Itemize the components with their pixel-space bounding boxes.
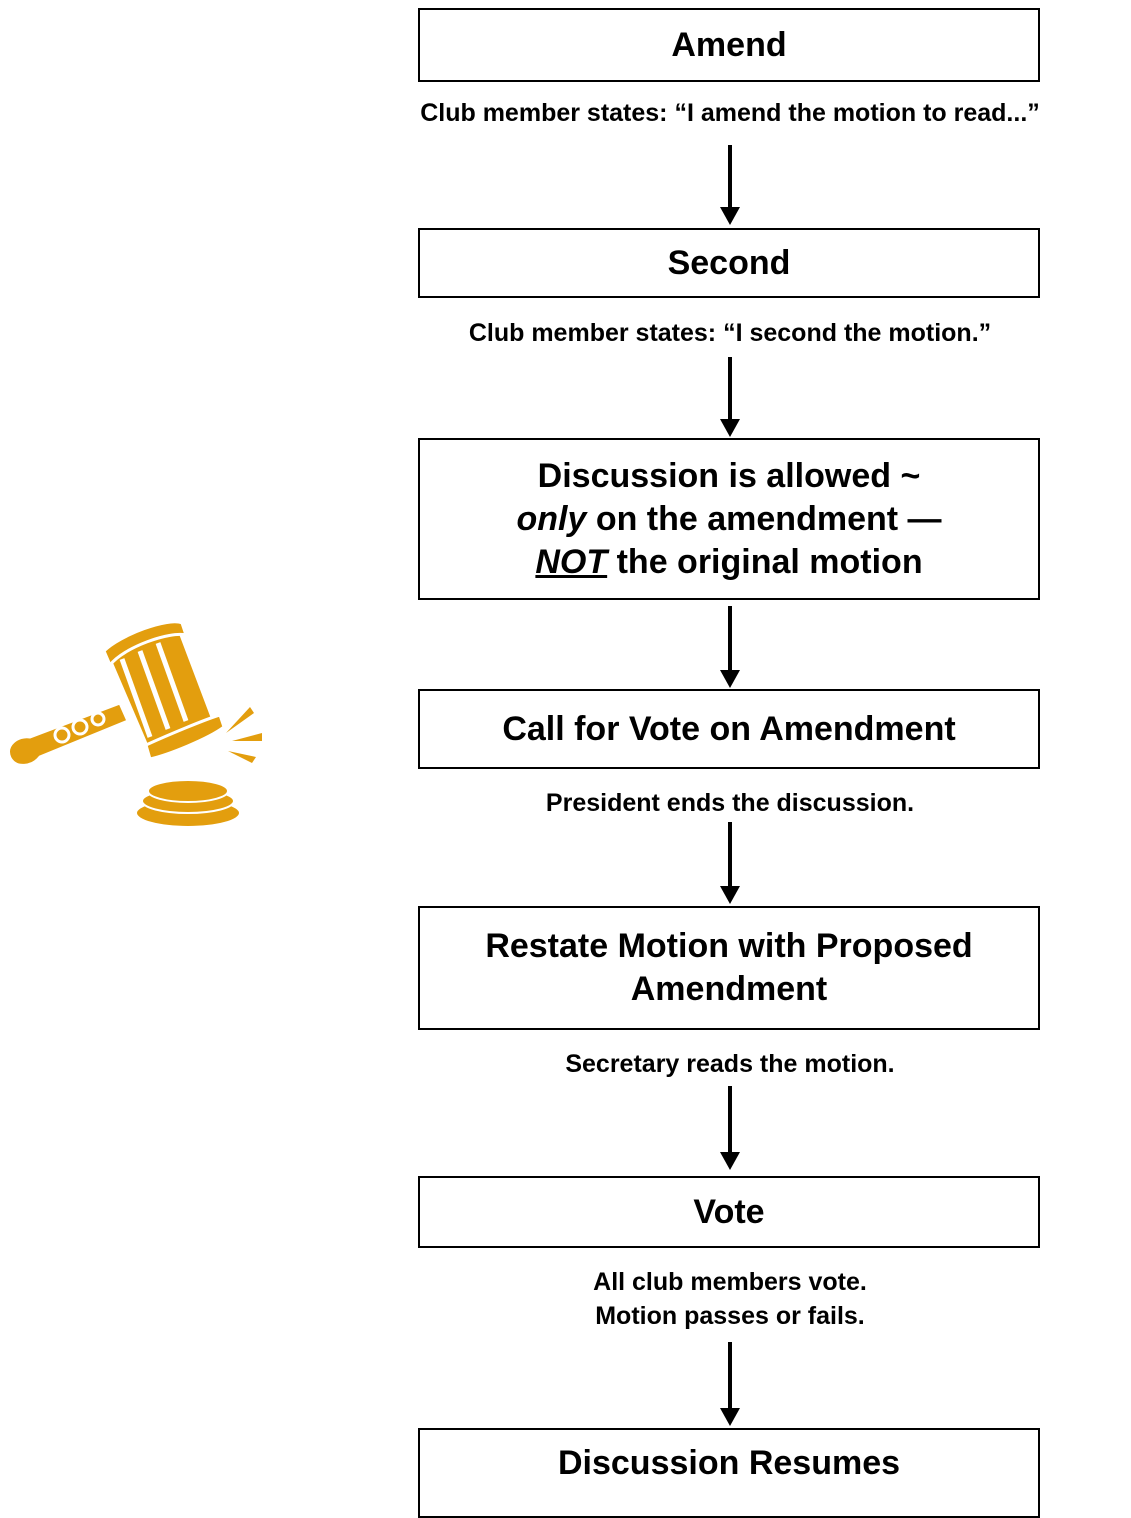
- step-second-caption: Club member states: “I second the motion…: [468, 319, 992, 347]
- vote-caption-line-2: Motion passes or fails.: [595, 1302, 865, 1330]
- discussion-line-2: only on the amendment —: [516, 498, 941, 541]
- discussion-line-1: Discussion is allowed ~: [537, 456, 921, 495]
- step-restate-caption: Secretary reads the motion.: [565, 1050, 895, 1078]
- discussion-emphasis-not: NOT: [535, 542, 608, 581]
- step-vote-caption: All club members vote. Motion passes or …: [330, 1265, 1130, 1333]
- step-amend-box: Amend: [418, 8, 1040, 82]
- step-vote-title: Vote: [693, 1193, 765, 1231]
- step-call-vote-title: Call for Vote on Amendment: [502, 710, 956, 748]
- step-second-box: Second: [418, 228, 1040, 298]
- step-call-vote-box: Call for Vote on Amendment: [418, 689, 1040, 769]
- step-vote-box: Vote: [418, 1176, 1040, 1248]
- restate-line-1: Restate Motion with Proposed: [485, 927, 973, 965]
- arrow-5: [720, 1086, 740, 1170]
- discussion-emphasis-only: only: [516, 499, 587, 538]
- step-second-title: Second: [667, 244, 791, 282]
- vote-caption-line-1: All club members vote.: [593, 1268, 867, 1296]
- step-discussion-text: Discussion is allowed ~ only on the amen…: [516, 455, 941, 584]
- arrow-4: [720, 822, 740, 904]
- discussion-line-2-rest: on the amendment —: [586, 499, 942, 538]
- restate-line-2: Amendment: [630, 970, 828, 1008]
- gavel-icon: [7, 620, 262, 828]
- arrow-1: [720, 145, 740, 225]
- arrow-2: [720, 357, 740, 437]
- step-amend-caption: Club member states: “I amend the motion …: [420, 99, 1040, 127]
- step-discussion-box: Discussion is allowed ~ only on the amen…: [418, 438, 1040, 600]
- step-resumes-title: Discussion Resumes: [557, 1444, 901, 1482]
- discussion-line-3-rest: the original motion: [607, 542, 923, 581]
- step-call-vote-caption: President ends the discussion.: [545, 789, 915, 817]
- step-restate-title: Restate Motion with Proposed Amendment: [485, 925, 972, 1011]
- step-amend-title: Amend: [671, 26, 787, 64]
- arrow-6: [720, 1342, 740, 1426]
- step-resumes-box: Discussion Resumes: [418, 1428, 1040, 1518]
- arrow-3: [720, 606, 740, 688]
- discussion-line-3: NOT the original motion: [516, 541, 941, 584]
- step-restate-box: Restate Motion with Proposed Amendment: [418, 906, 1040, 1030]
